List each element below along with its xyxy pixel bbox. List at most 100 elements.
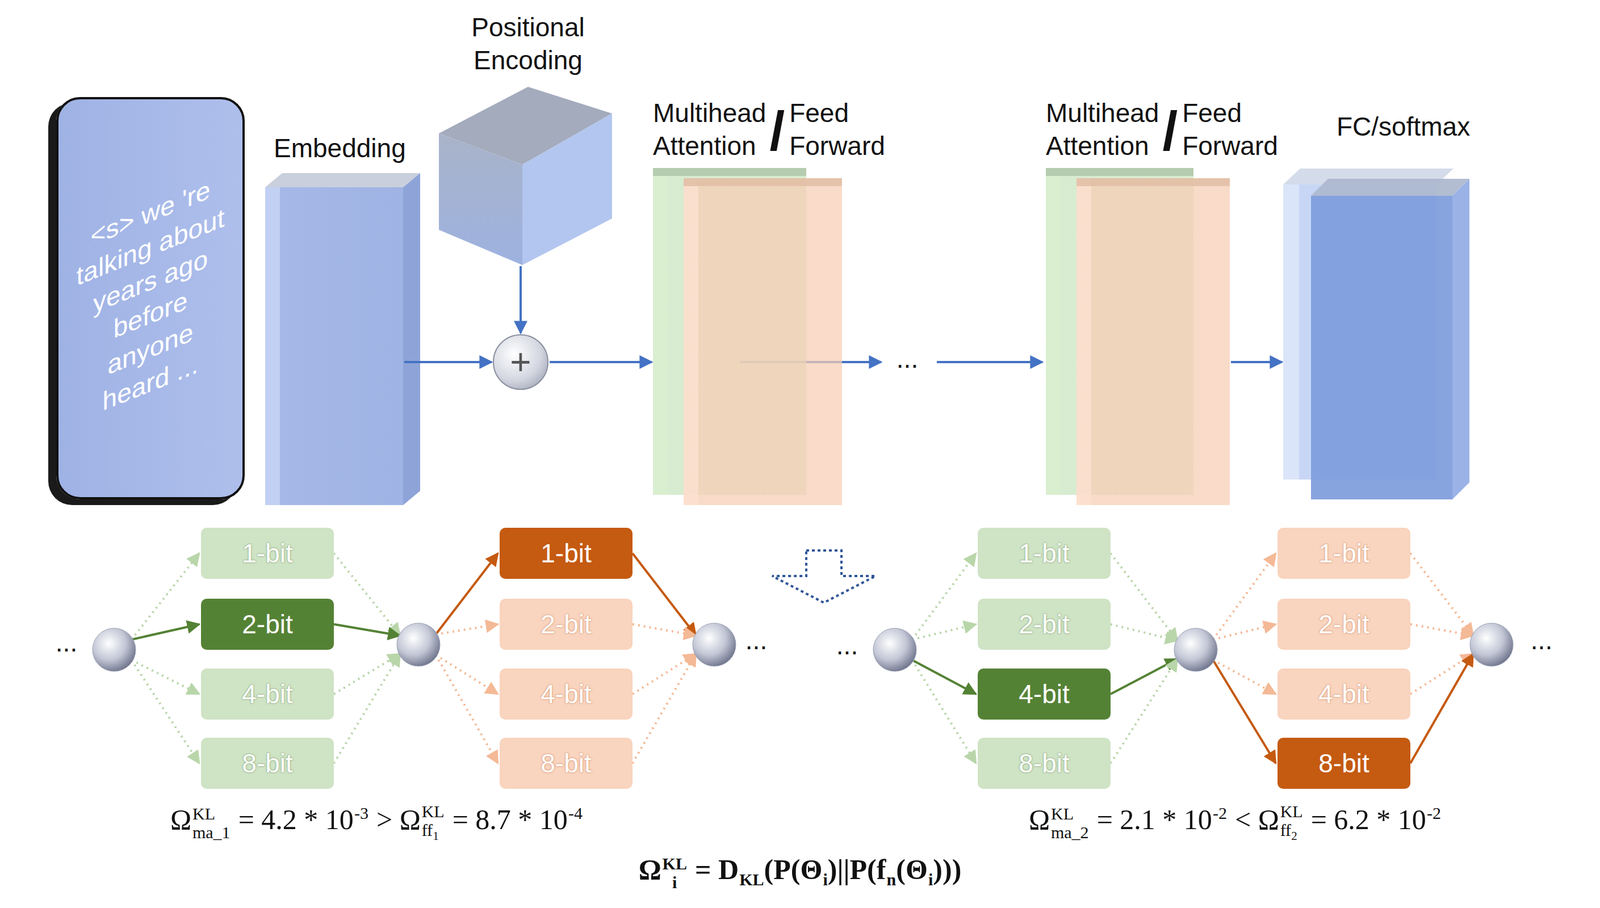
flow-arrow [519,266,522,334]
bit-label: 2-bit [1318,609,1369,640]
bit-label: 1-bit [241,538,293,569]
junction-sphere [873,628,917,672]
formula-term: -4 [568,803,583,823]
formula-term: i [928,870,933,890]
bit-label: 2-bit [540,609,592,640]
feedforward-layer: Feed Forward [1076,178,1230,506]
flow-arrow [549,361,652,364]
choice-line [911,624,977,640]
junction-sphere [92,628,136,672]
bit-option: 1-bit [499,528,633,580]
choice-line [333,654,401,764]
bit-label: 2-bit [1018,609,1070,640]
choice-line [333,624,401,636]
slash-separator: / [769,103,785,159]
choice-line [911,553,977,640]
bit-option: 1-bit [977,528,1111,580]
choice-line [911,660,977,764]
formula-term: KL [739,870,764,890]
layer-title: Feed Forward [789,97,920,163]
ellipsis: ... [1530,627,1553,654]
ellipsis: ... [896,345,919,372]
bit-label: 4-bit [1318,679,1369,710]
formula-term: 1 [432,829,439,844]
formula-term: ff [1280,821,1292,840]
subscript: ma_1 [192,823,231,843]
bit-option: 8-bit [977,738,1111,790]
formula-term: Ω [170,803,192,836]
choice-line [1212,660,1276,764]
formula-term: Ω [1028,803,1050,836]
bit-label: 2-bit [241,609,293,640]
layer-title: FC/softmax [1336,110,1507,144]
junction-sphere [692,623,736,667]
feedforward-layer: Feed Forward [683,178,843,506]
fc-slabs [1283,168,1470,500]
choice-line [1410,553,1474,636]
bit-option: 4-bit [200,668,334,720]
script-stack: KLma_1 [192,804,231,843]
choice-line [632,654,697,764]
formula-term: KL [421,802,445,822]
bit-label: 4-bit [241,679,293,710]
script-stack: KLff2 [1280,802,1304,844]
choice-line [435,655,498,764]
formula-term: KL [662,854,688,874]
junction-sphere [396,623,441,667]
choice-line [1110,624,1178,642]
input-text: <s> we 're talking about years ago befor… [73,165,228,432]
formula-term: KL [1280,802,1304,822]
ellipsis: ... [745,627,768,654]
choice-line [131,624,200,640]
choice-line [911,660,977,695]
bit-label: 4-bit [1018,679,1070,710]
choice-line [1410,624,1474,636]
transition-arrow [772,550,876,603]
embedding-layer: Embedding [265,187,404,506]
layer-title: Feed Forward [1182,97,1313,163]
choice-line [1110,659,1178,764]
formula-term: Θ [800,853,823,886]
bit-label: 8-bit [1318,748,1369,779]
bit-option: 4-bit [1277,668,1411,720]
bit-label: 1-bit [540,538,592,569]
plus-sign: + [509,344,531,381]
bit-option: 2-bit [977,599,1111,651]
formula-term: KL [1050,804,1089,824]
formula-term: f [876,853,887,886]
bit-label: 1-bit [1318,538,1369,569]
flow-arrow [1230,361,1283,364]
bit-option: 8-bit [1277,738,1411,790]
bit-label: 8-bit [241,748,293,779]
ellipsis: ... [55,629,78,656]
formula-term: ))) [932,853,962,886]
choice-line [131,660,200,764]
formula-term: ma_2 [1050,823,1089,843]
choice-line [632,654,697,695]
formula-term: 2 [1291,829,1298,844]
bit-option: 2-bit [1277,599,1411,651]
layer-title: Positional Encoding [445,11,611,77]
choice-line [131,660,200,695]
formula-term: Θ [905,853,928,886]
choice-line [333,654,401,695]
choice-line [435,553,498,635]
positional-encoding: Positional Encoding [438,86,613,266]
formula-term: = D [694,853,739,886]
choice-line [333,553,401,636]
choice-line [632,553,697,636]
flow-arrow [404,361,492,364]
bit-label: 4-bit [540,679,592,710]
embedding-faces [265,173,421,506]
choice-line [1410,654,1474,695]
formula-term: = 2.1 * 10 [1096,803,1213,836]
positional-cube [438,86,613,266]
bit-option: 1-bit [200,528,334,580]
choice-line [435,624,498,635]
choice-line [131,553,200,640]
layer-title: Embedding [273,132,445,166]
formula: ΩKLma_1= 4.2 * 10-3> ΩKLff1= 8.7 * 10-4 [170,801,583,844]
formula-term: n [886,870,897,890]
formula-term: i [672,873,677,892]
